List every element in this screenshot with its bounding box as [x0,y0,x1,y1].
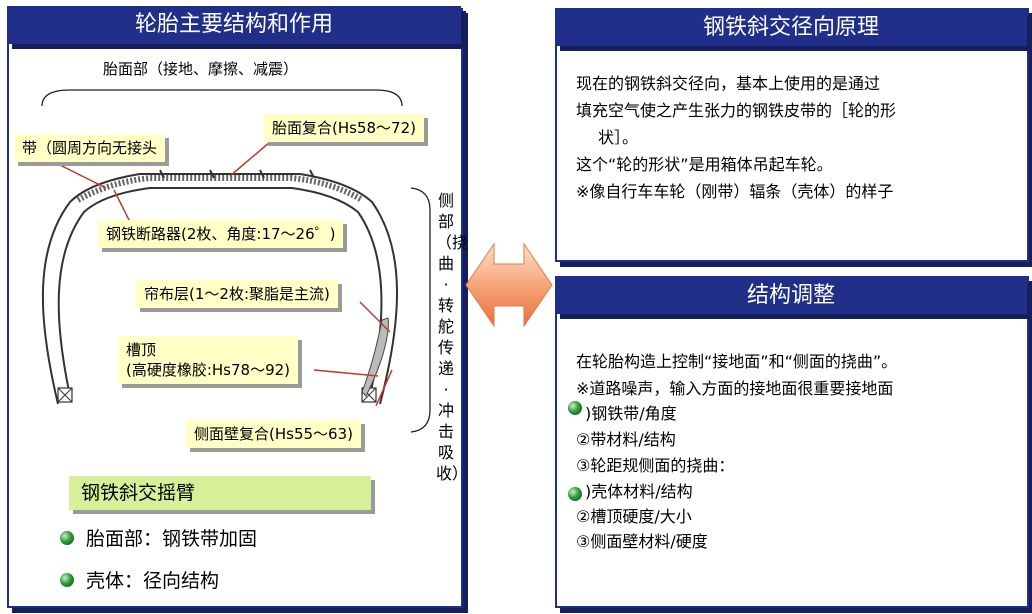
bullet-icon [568,401,582,415]
leader-breaker [113,189,131,223]
structure-panel-title: 轮胎主要结构和作用 [7,6,461,44]
adjustment-line-5: ③轮距规侧面的挠曲： [576,456,735,475]
adjustment-line-7: ②槽顶硬度/大小 [576,507,692,526]
tire-outer-profile [41,173,399,405]
leader-sidewall [375,369,393,407]
adjustment-line-6: )壳体材料/结构 [585,482,693,501]
bullet-icon [568,487,582,501]
principle-panel-title: 钢铁斜交径向原理 [555,10,1027,46]
principle-line-1: 现在的钢铁斜交径向，基本上使用的是通过 [576,74,881,93]
bullet-icon [60,531,74,545]
tread-compound-callout: 胎面复合(Hs58～72) [264,114,424,142]
adjustment-panel-title: 结构调整 [555,278,1027,314]
principle-line-5: ※像自行车车轮（刚带）辐条（壳体）的样子 [576,182,894,201]
belt-callout: 带（圆周方向无接头 [14,134,166,162]
principle-panel [555,8,1029,262]
steel-breaker-callout: 钢铁断路器(2枚、角度:17～26゜) [98,220,344,248]
principle-line-2: 填充空气使之产生张力的钢铁皮带的［轮的形 [576,101,897,120]
bead-filler [361,317,389,397]
sidewall-compound-callout: 侧面壁复合(Hs55～63) [186,420,361,448]
adjustment-panel [555,276,1029,608]
tread-band [76,175,364,203]
leader-belt [49,159,107,189]
leader-bead [313,369,379,377]
tire-cross-section-diagram [41,89,431,433]
principle-line-4: 这个“轮的形状”是用箱体吊起车轮。 [576,155,833,174]
leader-tread-compound [229,141,271,177]
adjustment-line-2: ※道路噪声，输入方面的接地面很重要接地面 [576,379,894,398]
adjustment-line-8: ③侧面壁材料/硬度 [576,532,708,551]
bullet-item-carcass: 壳体：径向结构 [86,570,220,592]
principle-line-3: 状］。 [598,128,639,147]
bead-callout-line1: 槽顶 [126,341,157,359]
adjustment-line-4: ②带材料/结构 [576,430,676,449]
sidewall-brace [410,187,431,433]
adjustment-line-1: 在轮胎构造上控制“接地面”和“侧面的挠曲”。 [576,352,898,371]
steel-radial-box: 钢铁斜交摇臂 [69,476,371,510]
tread-grooves [159,169,315,179]
tread-label: 胎面部（接地、摩擦、减震） [103,60,299,78]
bead-callout-line2: (高硬度橡胶:Hs78～92) [126,361,291,379]
double-arrow-icon [465,242,553,328]
leader-ply [359,301,391,333]
tire-inner-profile [57,187,383,397]
tread-brace [41,89,403,107]
bullet-icon [60,573,74,587]
bullet-item-tread: 胎面部：钢铁带加固 [86,528,258,550]
ply-callout: 帘布层(1～2枚:聚脂是主流) [136,280,338,308]
adjustment-line-3: )钢铁带/角度 [585,404,677,423]
bead-callout: 槽顶 (高硬度橡胶:Hs78～92) [118,336,299,384]
sidewall-label: 侧部（挠曲·转舵传递·冲击吸收） [436,191,469,483]
